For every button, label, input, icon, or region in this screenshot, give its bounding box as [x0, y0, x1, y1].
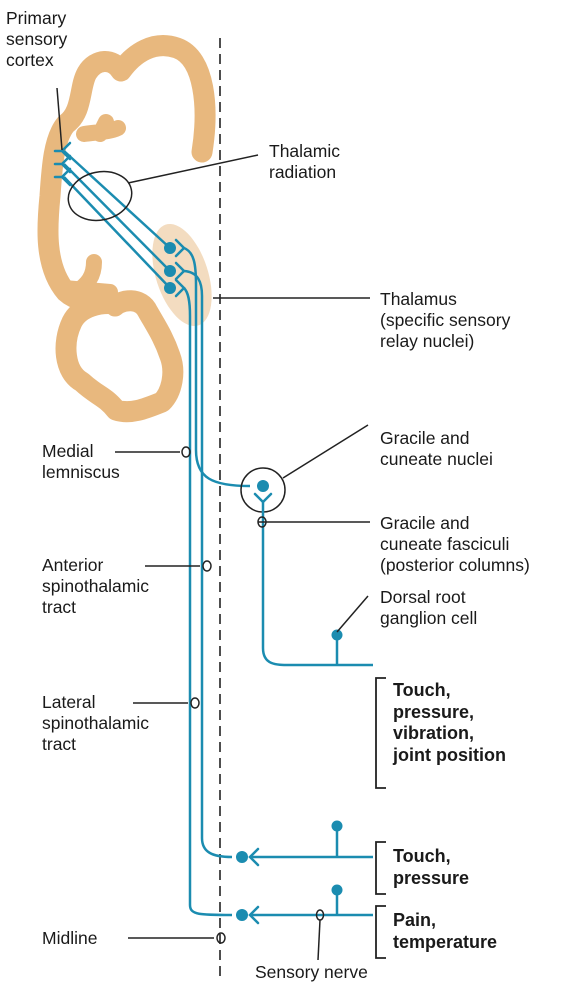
label-line: Thalamic [269, 141, 340, 162]
gracile-nucleus-neuron [257, 480, 269, 492]
label-line: relay nuclei) [380, 331, 510, 352]
label-line: ganglion cell [380, 608, 477, 629]
modality-touch-pressure: Touch, pressure [393, 846, 469, 889]
gracile-synapse [255, 494, 271, 502]
modality-line: Touch, [393, 846, 469, 868]
label-line: lemniscus [42, 462, 120, 483]
modality-line: pressure [393, 868, 469, 890]
modality-line: vibration, [393, 723, 506, 745]
label-gracile-cuneate-nuclei: Gracile and cuneate nuclei [380, 428, 493, 470]
modality-brackets [376, 678, 386, 958]
label-line: radiation [269, 162, 340, 183]
label-line: tract [42, 734, 149, 755]
label-sensory-nerve: Sensory nerve [255, 962, 368, 983]
label-medial-lemniscus: Medial lemniscus [42, 441, 120, 483]
modality-line: joint position [393, 745, 506, 767]
label-line: (posterior columns) [380, 555, 530, 576]
label-lateral-spinothalamic: Lateral spinothalamic tract [42, 692, 149, 755]
sulcus-upper [84, 122, 118, 134]
label-line: cortex [6, 50, 67, 71]
modality-touch-pressure-vibration: Touch, pressure, vibration, joint positi… [393, 680, 506, 766]
label-thalamus: Thalamus (specific sensory relay nuclei) [380, 289, 510, 352]
spinothalamic-synapses [250, 849, 258, 923]
label-gracile-cuneate-fasciculi: Gracile and cuneate fasciculi (posterior… [380, 513, 530, 576]
modality-line: temperature [393, 932, 497, 954]
label-line: Primary [6, 8, 67, 29]
label-line: Medial [42, 441, 120, 462]
spinothalamic-neurons [236, 851, 248, 921]
modality-line: Pain, [393, 910, 497, 932]
label-line: sensory [6, 29, 67, 50]
sulcus-middle [64, 262, 110, 292]
label-line: Gracile and [380, 428, 493, 449]
label-midline: Midline [42, 928, 97, 949]
label-line: (specific sensory [380, 310, 510, 331]
label-line: Dorsal root [380, 587, 477, 608]
peripheral-nerves [250, 857, 373, 915]
label-line: Anterior [42, 555, 149, 576]
ascending-tracts [184, 248, 250, 915]
label-line: Sensory nerve [255, 962, 368, 983]
label-anterior-spinothalamic: Anterior spinothalamic tract [42, 555, 149, 618]
label-line: spinothalamic [42, 576, 149, 597]
modality-pain-temperature: Pain, temperature [393, 910, 497, 953]
label-dorsal-root-ganglion: Dorsal root ganglion cell [380, 587, 477, 629]
modality-line: Touch, [393, 680, 506, 702]
label-line: cuneate nuclei [380, 449, 493, 470]
label-line: Gracile and [380, 513, 530, 534]
thalamus-neurons [164, 242, 176, 294]
label-thalamic-radiation: Thalamic radiation [269, 141, 340, 183]
posterior-column-fiber [263, 502, 373, 665]
label-primary-sensory-cortex: Primary sensory cortex [6, 8, 67, 71]
label-line: cuneate fasciculi [380, 534, 530, 555]
label-line: spinothalamic [42, 713, 149, 734]
label-line: tract [42, 597, 149, 618]
label-line: Midline [42, 928, 97, 949]
modality-line: pressure, [393, 702, 506, 724]
label-line: Lateral [42, 692, 149, 713]
label-line: Thalamus [380, 289, 510, 310]
